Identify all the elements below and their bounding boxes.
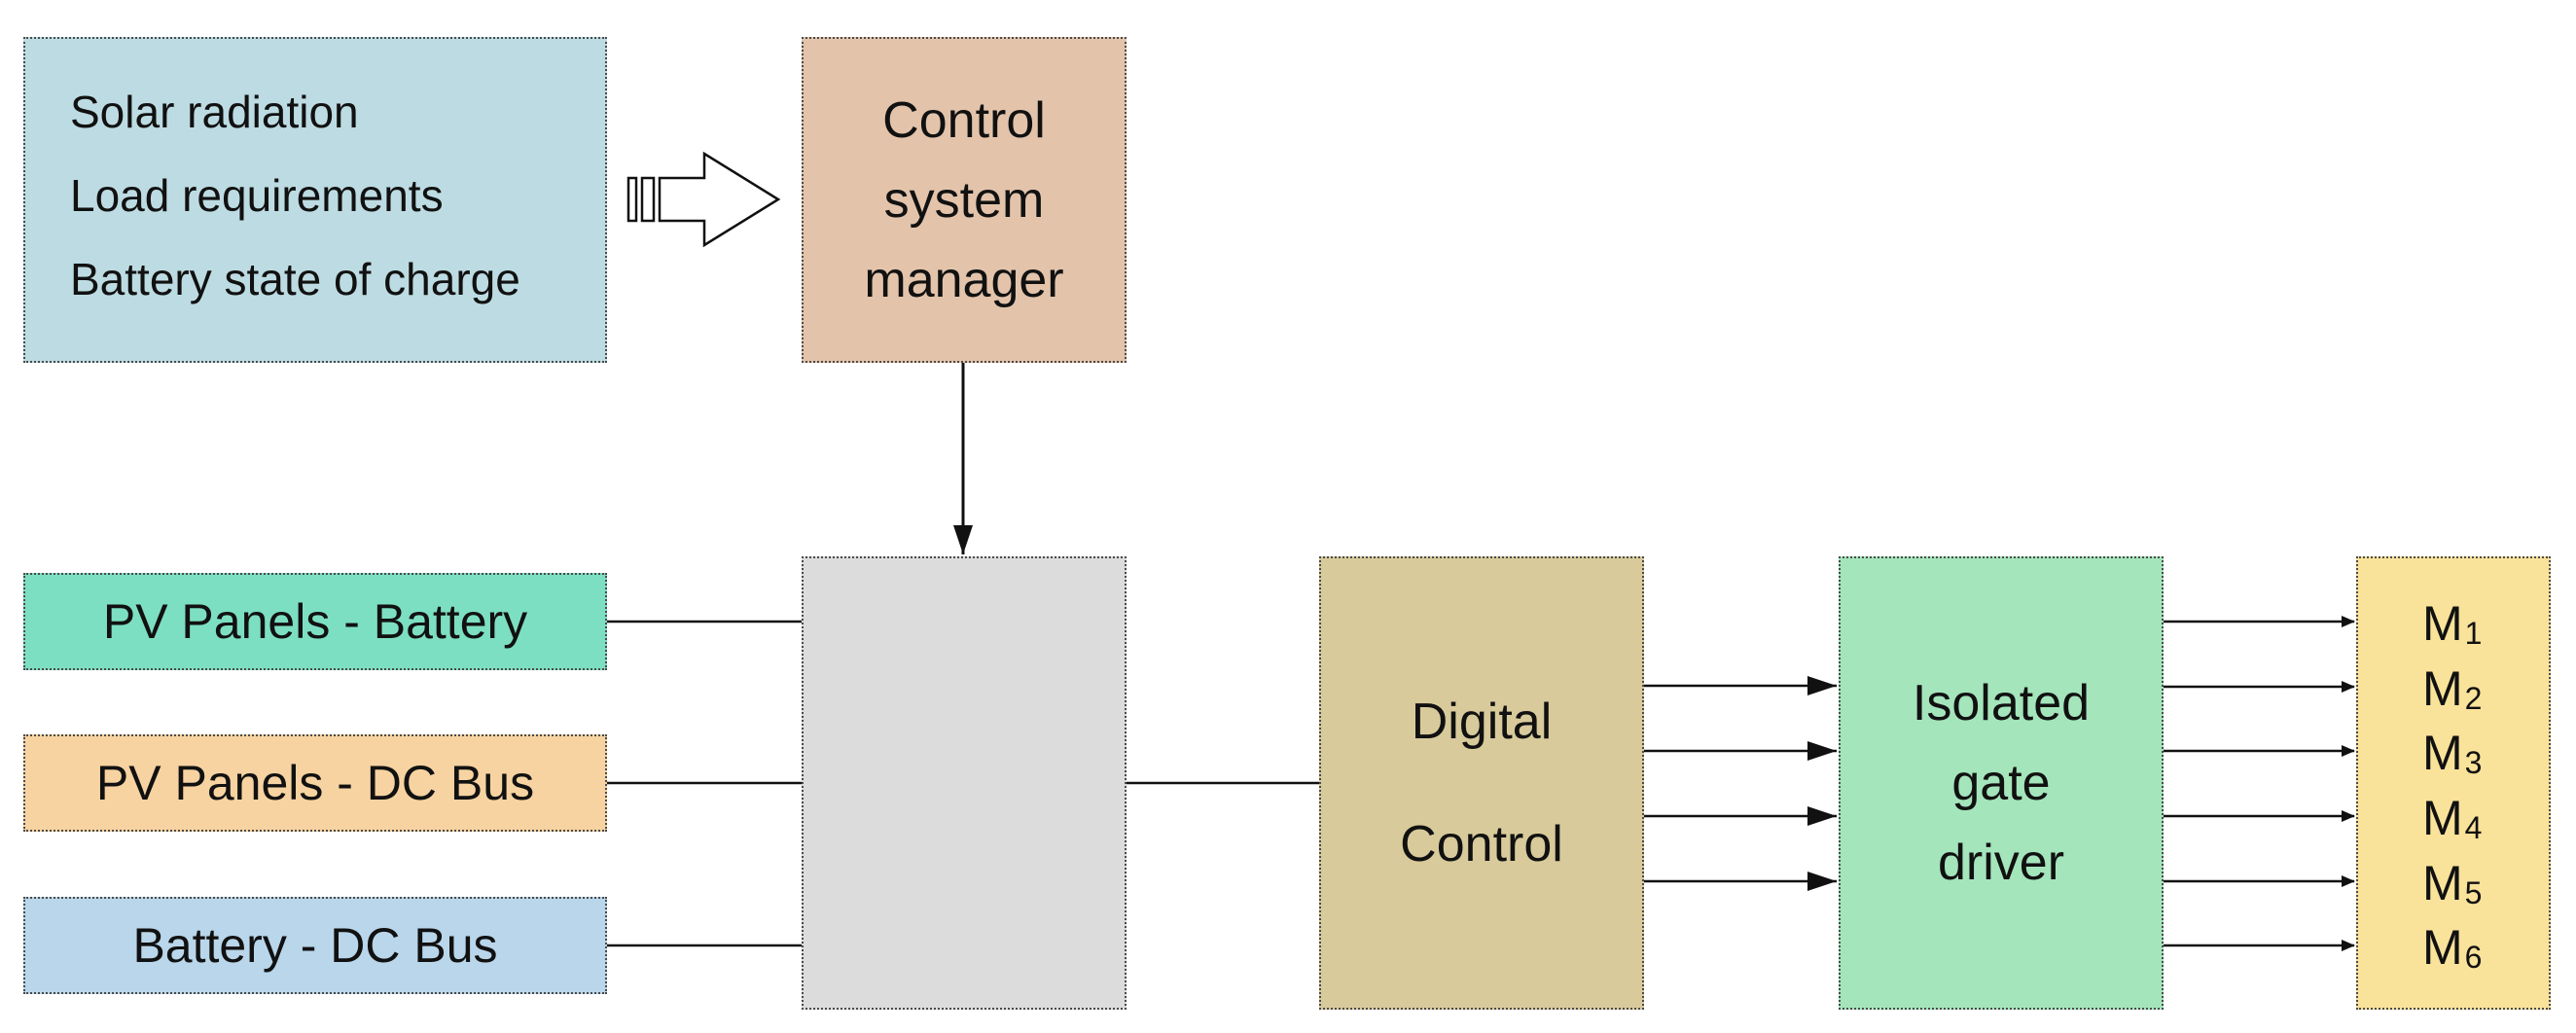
input-solar-radiation: Solar radiation xyxy=(70,87,359,137)
mode-pv-battery-box: PV Panels - Battery xyxy=(23,573,607,670)
output-m4: M4 xyxy=(2422,791,2483,845)
manager-line-1: Control xyxy=(882,91,1046,149)
output-m2: M2 xyxy=(2422,661,2483,716)
hollow-block-arrow-icon xyxy=(626,151,781,248)
digital-control-line-2: Control xyxy=(1400,816,1563,873)
inputs-box: Solar radiation Load requirements Batter… xyxy=(23,37,607,363)
digital-control-line-1: Digital xyxy=(1411,694,1553,750)
mode-battery-dcbus-box: Battery - DC Bus xyxy=(23,897,607,994)
gate-driver-line-3: driver xyxy=(1937,835,2065,891)
control-system-manager-box: Control system manager xyxy=(802,37,1127,363)
gate-driver-line-2: gate xyxy=(1951,755,2051,811)
mode-pv-dcbus-label: PV Panels - DC Bus xyxy=(95,756,535,810)
manager-line-2: system xyxy=(883,171,1045,229)
gate-driver-line-1: Isolated xyxy=(1912,675,2091,731)
mode-battery-dcbus-label: Battery - DC Bus xyxy=(132,918,498,973)
input-battery-soc: Battery state of charge xyxy=(70,254,520,304)
switch-outputs-box: M1 M2 M3 M4 M5 M6 xyxy=(2356,556,2551,1010)
manager-line-3: manager xyxy=(864,251,1064,308)
digital-control-box: Digital Control xyxy=(1319,556,1644,1010)
output-m6: M6 xyxy=(2422,920,2483,975)
mode-selector-switch-box xyxy=(802,556,1127,1010)
output-m1: M1 xyxy=(2422,596,2483,651)
mode-pv-dcbus-box: PV Panels - DC Bus xyxy=(23,734,607,832)
mode-pv-battery-label: PV Panels - Battery xyxy=(102,594,528,649)
input-load-requirements: Load requirements xyxy=(70,170,444,221)
output-m3: M3 xyxy=(2422,726,2483,780)
output-m5: M5 xyxy=(2422,856,2483,910)
isolated-gate-driver-box: Isolated gate driver xyxy=(1839,556,2164,1010)
